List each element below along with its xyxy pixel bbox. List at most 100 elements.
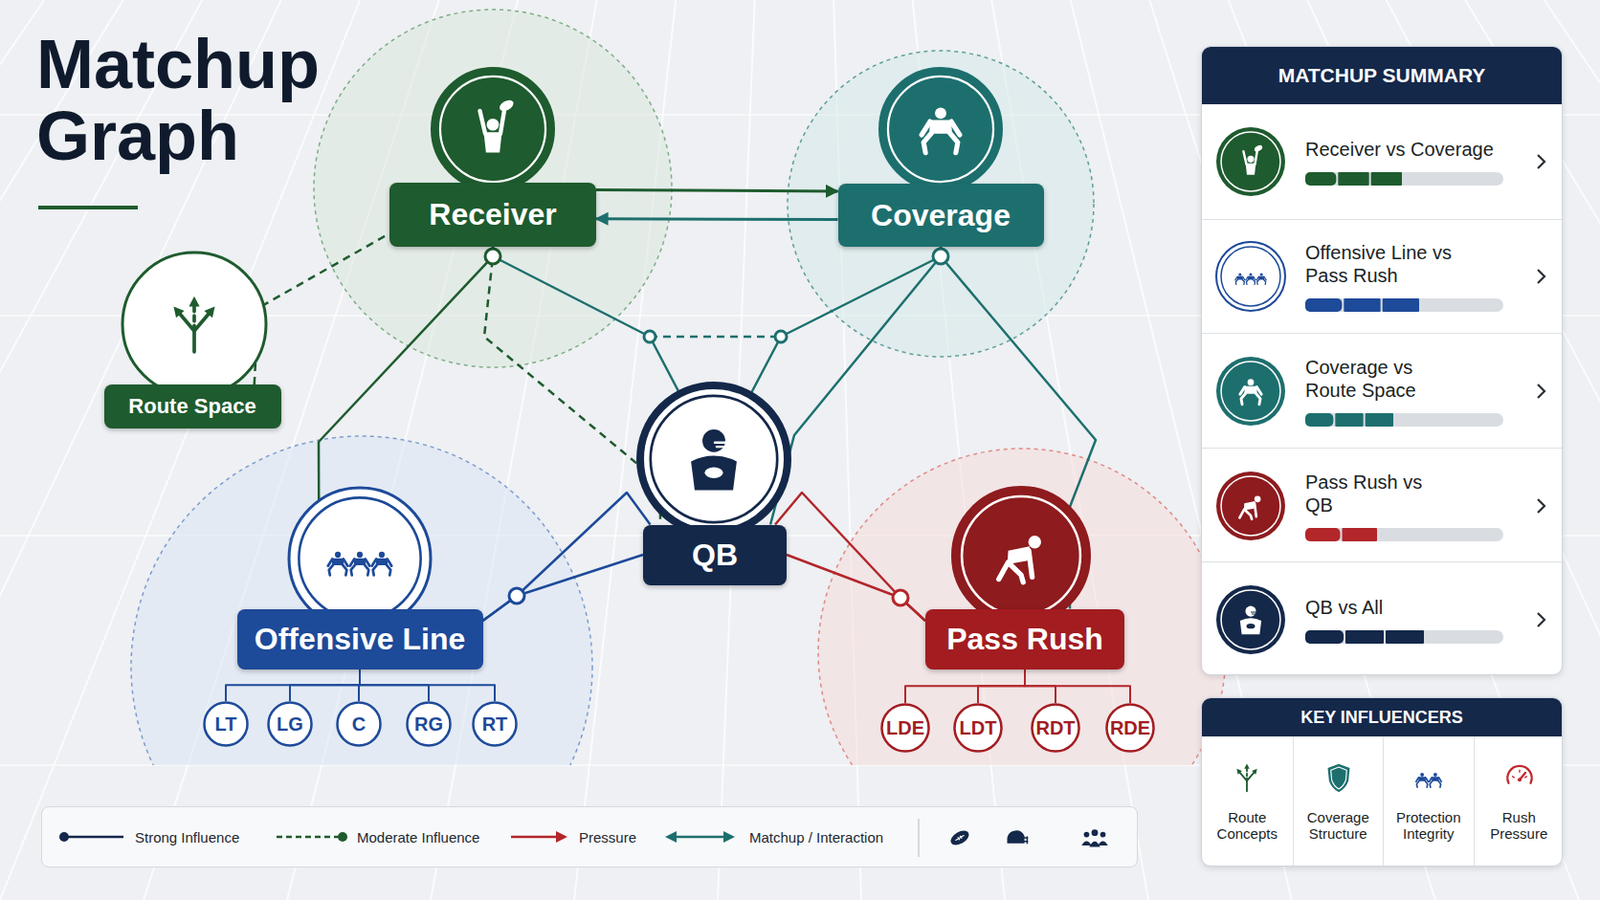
bar-track	[1305, 528, 1504, 542]
junction-dot	[775, 331, 787, 343]
figure-part	[1433, 773, 1438, 778]
legend-box: Strong Influence Moderate Influence Pressu…	[41, 806, 1138, 868]
figure	[1235, 273, 1267, 286]
node-label: Offensive Line	[254, 622, 467, 658]
circle-shape	[955, 705, 1002, 753]
figure-part	[1091, 829, 1099, 837]
bar-segment	[1305, 630, 1344, 645]
chevron	[1534, 381, 1549, 401]
node-label: C	[352, 713, 366, 736]
figure	[1507, 766, 1532, 784]
legend-dot	[59, 832, 69, 843]
legend-label: Pressure	[578, 829, 637, 846]
bar-track	[1305, 630, 1504, 645]
figure-part	[192, 305, 197, 332]
arrow-head	[1234, 767, 1243, 776]
chevron	[1534, 152, 1549, 172]
summary-row: Offensive Line vs Pass Rush	[1201, 219, 1562, 334]
badge-circle	[952, 487, 1090, 625]
node-label: Coverage Structure	[1295, 809, 1380, 844]
node-label: KEY INFLUENCERS	[1201, 698, 1562, 737]
figure-part	[934, 107, 947, 119]
figure-part	[1260, 273, 1264, 277]
badge-circle	[640, 385, 788, 534]
influencer-icon	[1490, 749, 1549, 807]
connector	[905, 669, 1025, 705]
influencer-item: Rush Pressure	[1473, 736, 1564, 867]
figure-part	[1416, 777, 1429, 788]
figure-part	[1245, 277, 1256, 286]
figure-part	[1240, 387, 1262, 405]
figure	[1416, 773, 1442, 788]
figure-part	[1250, 612, 1257, 615]
lineman-circle: RG	[405, 701, 452, 748]
rusher-circle: LDT	[953, 703, 1003, 754]
circle-shape	[1032, 705, 1080, 753]
badge-ring	[440, 76, 546, 182]
badge-ring	[1221, 361, 1281, 422]
junction-dot	[933, 248, 949, 265]
football	[704, 467, 723, 479]
figure	[1327, 764, 1350, 793]
figure	[1234, 764, 1260, 793]
node-label: Rush Pressure	[1476, 809, 1561, 844]
chevron	[1534, 610, 1549, 630]
figure-part	[1022, 837, 1028, 845]
chevron	[1534, 266, 1549, 287]
offensive-line-box: Offensive Line	[237, 609, 484, 670]
bar-segment	[1385, 630, 1424, 645]
node-label: RT	[482, 713, 509, 736]
region-circle	[313, 9, 672, 368]
lineman-figure	[372, 552, 393, 577]
lineman-figure	[1416, 773, 1429, 788]
figure-part	[1088, 842, 1100, 848]
bar-segment	[1345, 630, 1384, 645]
legend-item: Strong Influence	[134, 807, 240, 867]
figure-part	[1246, 155, 1254, 163]
pass-rush-icon	[952, 487, 1090, 625]
bar-track	[1305, 413, 1504, 427]
connector	[596, 190, 839, 192]
node-label: Coverage vs Route Space	[1305, 355, 1449, 402]
junction-dot	[485, 248, 501, 265]
badge-circle	[1216, 242, 1286, 312]
legend-item: Pressure	[578, 807, 637, 867]
region-circle	[131, 436, 593, 766]
connector	[484, 246, 661, 526]
node-label: Route Concepts	[1204, 809, 1289, 844]
bar-segment	[1365, 413, 1394, 427]
figure	[169, 296, 220, 353]
figure-part	[714, 443, 728, 447]
badge-circle	[1216, 471, 1286, 541]
legend-label: Moderate Influence	[356, 829, 480, 846]
legend-icon	[948, 828, 972, 849]
connector	[1024, 669, 1131, 705]
lineman-circle: LG	[266, 701, 313, 748]
connector	[775, 492, 926, 622]
score-bar	[1305, 630, 1504, 645]
badge-circle	[1216, 356, 1286, 426]
row-icon	[1212, 467, 1289, 545]
lineman-figure	[328, 552, 349, 577]
node-label: LDE	[886, 717, 925, 740]
arrow-head	[188, 296, 200, 308]
row-icon	[1212, 238, 1289, 315]
bar-track	[1305, 298, 1504, 312]
figure-part	[1238, 273, 1242, 277]
figure-part	[1256, 277, 1267, 286]
bar-segment	[1305, 298, 1342, 312]
figure-part	[1248, 273, 1252, 277]
figure	[480, 97, 516, 153]
circle-shape	[268, 703, 312, 747]
node-label: RDE	[1110, 717, 1151, 740]
figure	[1240, 378, 1262, 405]
row-icon	[1212, 581, 1289, 659]
badge-ring	[1221, 246, 1281, 307]
influencer-icon	[1218, 749, 1276, 807]
legend-arrowhead	[723, 831, 735, 844]
icon-badge	[1216, 471, 1286, 541]
football	[1253, 143, 1264, 153]
rusher-circle: RDT	[1030, 703, 1081, 754]
node-label: QB vs All	[1305, 596, 1535, 620]
